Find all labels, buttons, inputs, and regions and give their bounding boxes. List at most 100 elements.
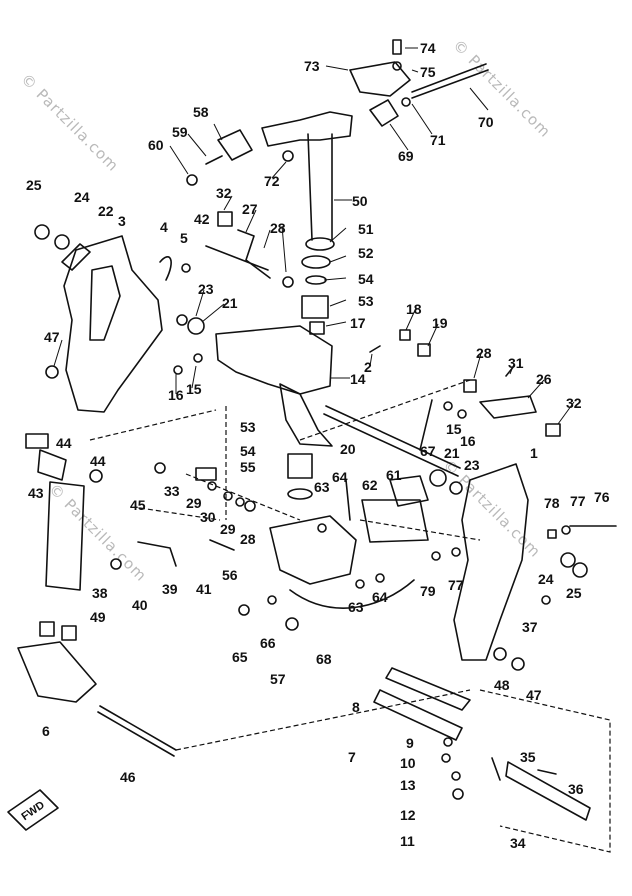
part-steering-arm	[261, 111, 353, 147]
callout-number: 78	[544, 495, 560, 511]
callout-number: 53	[358, 293, 374, 309]
part-20-tube	[323, 405, 461, 477]
part-2-pin	[369, 345, 381, 353]
callout-number: 8	[352, 699, 360, 715]
callout-number: 28	[270, 220, 286, 236]
callout-number: 11	[400, 833, 415, 849]
part-68-wire	[289, 579, 415, 609]
part-65-bolt	[238, 604, 250, 616]
part-60-nut	[186, 174, 198, 186]
callout-number: 24	[74, 189, 90, 205]
callout-number: 62	[362, 477, 378, 493]
callout-number: 47	[526, 687, 542, 703]
part-46-shaft	[97, 705, 177, 757]
callout-number: 46	[120, 769, 136, 785]
callout-number: 5	[180, 230, 188, 246]
callout-number: 63	[348, 599, 364, 615]
callout-number: 41	[196, 581, 212, 597]
callout-number: 56	[222, 567, 238, 583]
callout-number: 16	[460, 433, 476, 449]
part-72-nut	[282, 150, 294, 162]
callout-number: 36	[568, 781, 584, 797]
part-36-clip	[537, 769, 557, 775]
callout-number: 15	[446, 421, 462, 437]
callout-number: 29	[186, 495, 202, 511]
part-16-nut	[173, 365, 183, 375]
callout-number: 66	[260, 635, 276, 651]
part-70-rod	[411, 63, 489, 99]
part-56-bracket	[269, 515, 357, 585]
callout-number: 28	[476, 345, 492, 361]
part-14-swivel-bracket	[215, 325, 333, 395]
callout-number: 50	[352, 193, 368, 209]
callout-number: 52	[358, 245, 374, 261]
part-45-nut	[154, 462, 166, 474]
callout-number: 77	[570, 493, 586, 509]
part-47-cap	[45, 365, 59, 379]
callout-number: 54	[358, 271, 374, 287]
callout-number: 38	[92, 585, 108, 601]
part-50-column	[307, 133, 333, 241]
callout-number: 29	[220, 521, 236, 537]
callout-number: 6	[42, 723, 50, 739]
callout-number: 53	[240, 419, 256, 435]
callout-number: 32	[566, 395, 582, 411]
part-40-nut	[110, 558, 122, 570]
callout-number: 58	[193, 104, 209, 120]
part-41-pin	[209, 539, 235, 551]
part-74-bolt	[392, 39, 402, 55]
callout-number: 61	[386, 467, 402, 483]
part-28c-nut	[244, 500, 256, 512]
callout-number: 25	[26, 177, 42, 193]
callout-number: 27	[242, 201, 258, 217]
part-53-bushing	[301, 295, 329, 319]
part-14-lower	[279, 383, 333, 447]
reference-line	[225, 406, 481, 541]
part-54-oring	[305, 275, 327, 285]
part-10-nut	[441, 753, 451, 763]
part-43-bushing	[37, 449, 67, 481]
callout-number: 18	[406, 301, 422, 317]
reference-line	[89, 379, 471, 521]
part-18-bolt	[399, 329, 411, 341]
part-48-washer	[493, 647, 507, 661]
callout-number: 67	[420, 443, 436, 459]
callout-number: 1	[530, 445, 538, 461]
part-17-sleeve	[309, 321, 325, 335]
callout-number: 40	[132, 597, 148, 613]
part-67-rod	[419, 399, 433, 451]
part-64-spring	[345, 479, 351, 521]
callout-number: 23	[464, 457, 480, 473]
part-39-bracket	[137, 541, 177, 567]
part-42-pin	[205, 245, 269, 271]
part-51-ring	[305, 237, 335, 251]
callout-number: 32	[216, 185, 232, 201]
part-75-nut	[392, 61, 402, 71]
callout-number: 16	[168, 387, 184, 403]
part-21b-bushing	[429, 469, 447, 487]
callout-number: 21	[222, 295, 238, 311]
callout-number: 39	[162, 581, 178, 597]
callout-number: 55	[240, 459, 256, 475]
part-5-bolt	[181, 263, 191, 273]
part-47b-cap	[511, 657, 525, 671]
leader-line	[53, 47, 575, 425]
part-37-nut	[541, 595, 551, 605]
part-12-bolt	[452, 788, 464, 800]
callout-number: 21	[444, 445, 460, 461]
part-1-clamp-bracket	[453, 463, 529, 661]
callout-number: 25	[566, 585, 582, 601]
callout-number: 63	[314, 479, 330, 495]
callout-number: 34	[510, 835, 526, 851]
callout-number: 22	[98, 203, 114, 219]
fwd-label: FWD	[19, 799, 47, 823]
part-69-knob	[369, 99, 399, 127]
callout-number: 12	[400, 807, 416, 823]
part-26-lever	[479, 395, 537, 419]
part-63-bolt	[317, 523, 327, 533]
callout-number: 3	[118, 213, 126, 229]
part-27-lever	[237, 229, 271, 279]
part-8-plate	[385, 667, 471, 711]
callout-number: 69	[398, 148, 414, 164]
